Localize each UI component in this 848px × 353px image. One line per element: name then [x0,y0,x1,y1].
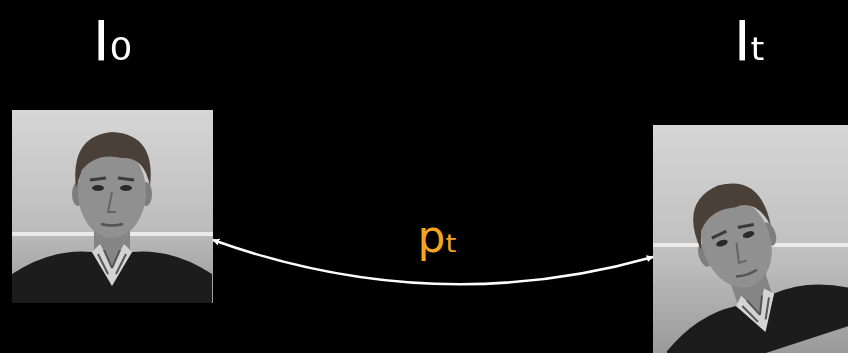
image-label: I₀ [12,10,213,72]
parameter-label: pₜ [414,213,463,261]
image-label: Iₜ [653,10,848,72]
photo-frame: Iₜ [653,10,848,353]
photo-frame: I₀ [12,10,213,303]
